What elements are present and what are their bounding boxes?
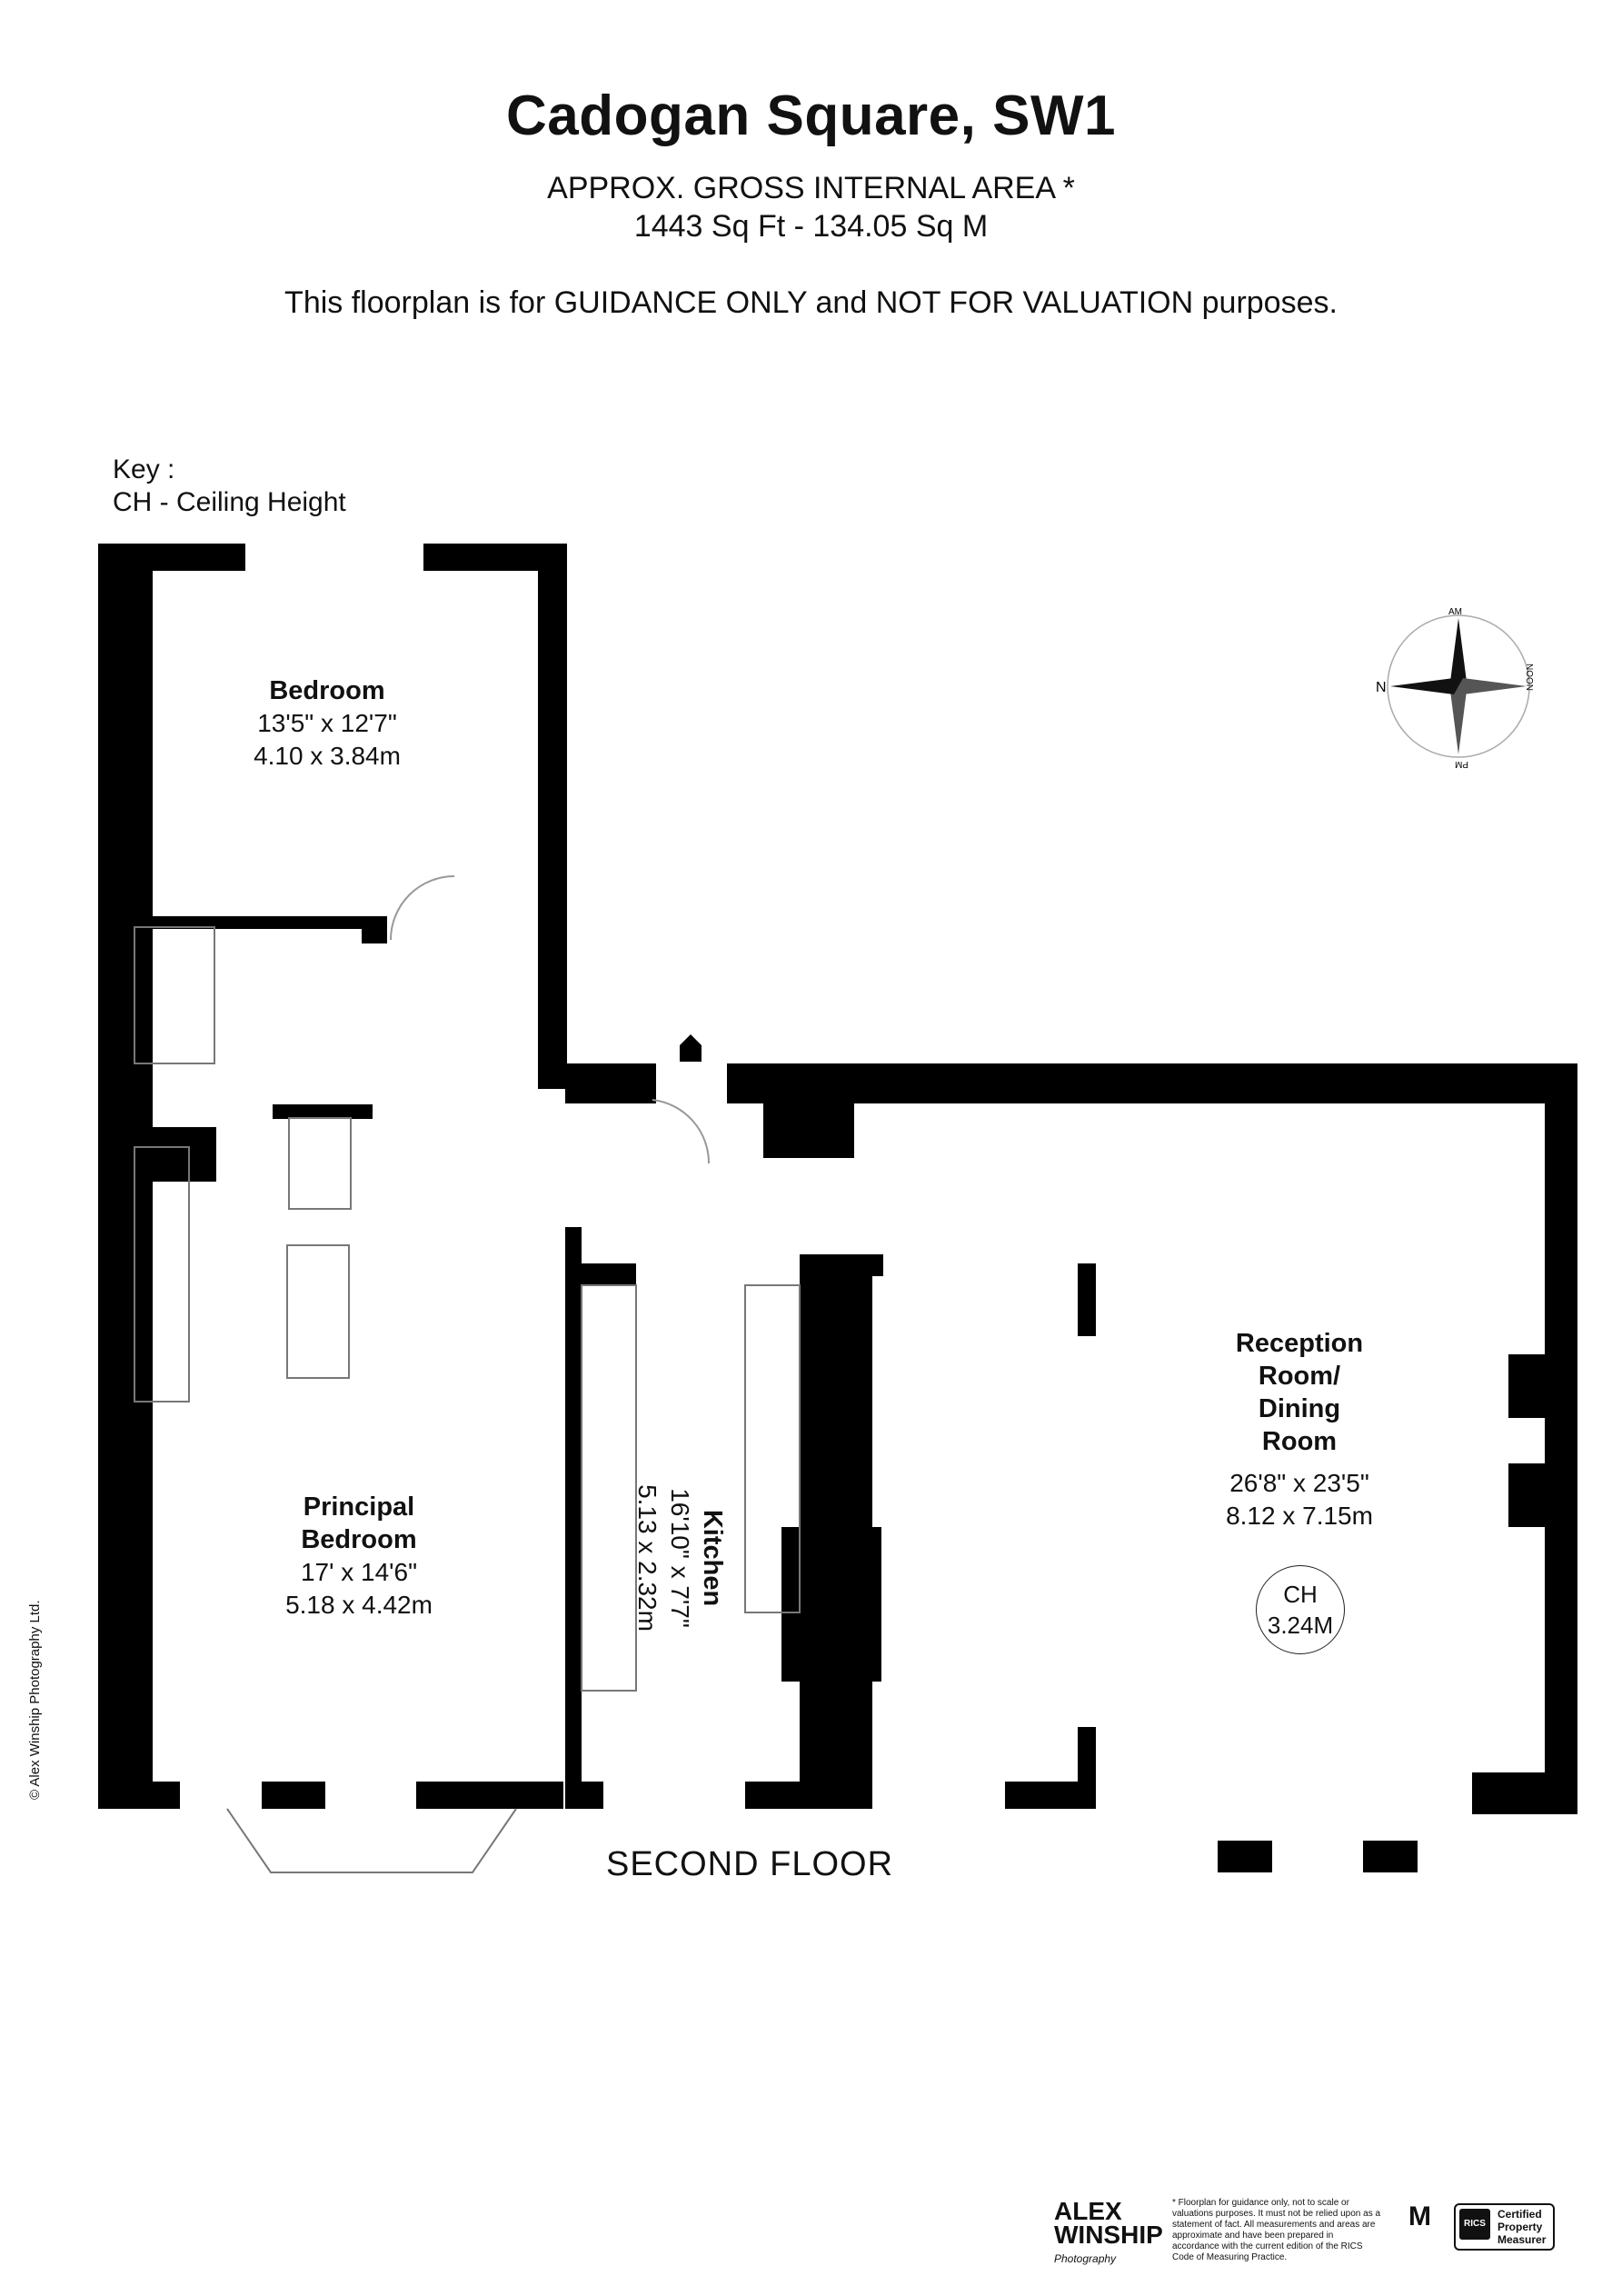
logo-line-1: ALEX [1054, 2197, 1122, 2225]
key-label: Key : [113, 454, 175, 484]
room-name-2: Bedroom [301, 1525, 417, 1554]
logo-sub: Photography [1054, 2252, 1117, 2265]
area-line-1: APPROX. GROSS INTERNAL AREA * [547, 171, 1075, 205]
cert-line-2: Property [1498, 2221, 1543, 2233]
room-bedroom: Bedroom 13'5" x 12'7" 4.10 x 3.84m [218, 674, 436, 773]
room-metric: 8.12 x 7.15m [1226, 1502, 1373, 1530]
page-title: Cadogan Square, SW1 [506, 85, 1116, 147]
svg-text:N: N [1376, 680, 1387, 695]
area-line-2: 1443 Sq Ft - 134.05 Sq M [633, 209, 989, 244]
ceiling-height-badge: CH 3.24M [1256, 1565, 1345, 1654]
cert-line-3: Measurer [1498, 2233, 1547, 2246]
svg-text:AM: AM [1448, 607, 1462, 617]
floor-label: SECOND FLOOR [605, 1845, 894, 1883]
room-imperial: 16'10" x 7'7" [666, 1488, 694, 1628]
measurer-mark-icon: M [1408, 2201, 1431, 2231]
ch-label: CH [1283, 1581, 1318, 1608]
room-metric: 4.10 x 3.84m [254, 742, 401, 770]
brand-logo: ALEX WINSHIP Photography [1054, 2197, 1163, 2271]
room-imperial: 13'5" x 12'7" [257, 709, 397, 737]
room-imperial: 17' x 14'6" [300, 1558, 418, 1586]
room-name: Bedroom [269, 676, 385, 705]
entrance-arrow-icon [680, 1034, 702, 1062]
compass-icon: N AM NOON PM [1376, 607, 1534, 769]
rics-logo: RICS [1459, 2209, 1490, 2240]
svg-text:PM: PM [1455, 759, 1468, 769]
copyright: © Alex Winship Photography Ltd. [27, 1600, 43, 1800]
ch-value: 3.24M [1267, 1612, 1334, 1639]
room-name-1: Principal [303, 1492, 415, 1522]
room-name-1: Reception [1235, 1329, 1364, 1358]
fine-print: * Floorplan for guidance only, not to sc… [1172, 2198, 1381, 2262]
certified-badge: RICS Certified Property Measurer [1454, 2203, 1556, 2251]
room-metric: 5.13 x 2.32m [633, 1484, 662, 1632]
room-metric: 5.18 x 4.42m [285, 1591, 433, 1619]
room-reception: Reception Room/ Dining Room 26'8" x 23'5… [1181, 1327, 1418, 1532]
room-kitchen: Kitchen 16'10" x 7'7" 5.13 x 2.32m [631, 1449, 729, 1667]
room-name-2: Room/ [1258, 1362, 1341, 1391]
room-principal-bedroom: Principal Bedroom 17' x 14'6" 5.18 x 4.4… [245, 1491, 473, 1622]
room-name-3: Dining [1258, 1394, 1341, 1423]
room-name: Kitchen [698, 1509, 727, 1607]
room-imperial: 26'8" x 23'5" [1229, 1469, 1369, 1497]
logo-line-2: WINSHIP [1054, 2221, 1163, 2249]
key-ch: CH - Ceiling Height [113, 487, 346, 517]
room-name-4: Room [1261, 1427, 1338, 1456]
cert-line-1: Certified [1498, 2208, 1542, 2221]
svg-text:NOON: NOON [1524, 664, 1534, 691]
disclaimer: This floorplan is for GUIDANCE ONLY and … [284, 285, 1338, 320]
